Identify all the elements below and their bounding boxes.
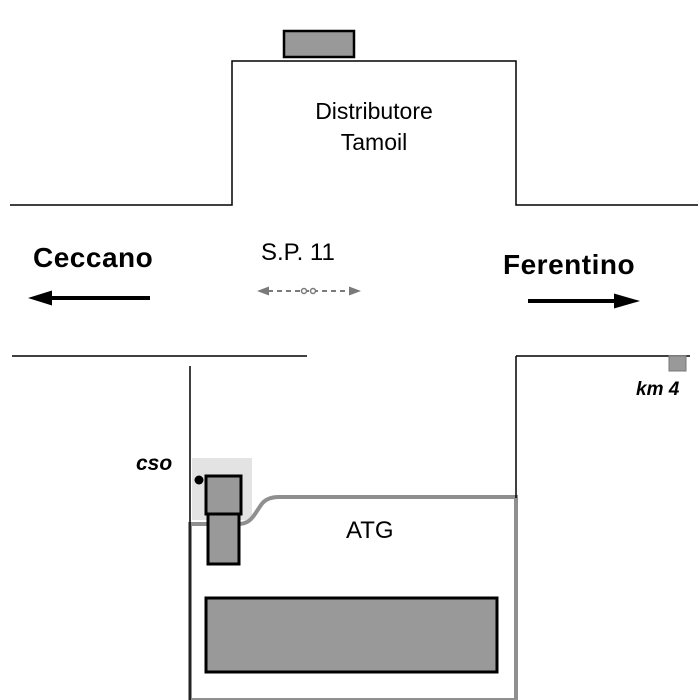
station-label: Distributore Tamoil [262,96,486,158]
atg-main-building [204,596,499,674]
fuel-station-building-icon [282,29,356,59]
entrance-building-upper [204,474,243,516]
junction-label: cso [136,452,173,475]
km-marker-icon [668,355,687,372]
km-marker-label: km 4 [636,379,680,400]
entrance-point-dot [194,475,204,485]
left-direction-arrow-icon [28,290,150,306]
right-direction-arrow-icon [528,293,640,309]
destination-left-label: Ceccano [33,242,154,273]
destination-right-label: Ferentino [503,249,636,280]
station-label-line1: Distributore [315,98,433,124]
entrance-building-lower [206,512,241,566]
two-way-road-arrow-icon [257,286,361,296]
road-north-edge [10,60,698,206]
road-name-label: S.P. 11 [261,239,335,266]
site-label: ATG [346,517,394,544]
station-label-line2: Tamoil [340,129,408,155]
